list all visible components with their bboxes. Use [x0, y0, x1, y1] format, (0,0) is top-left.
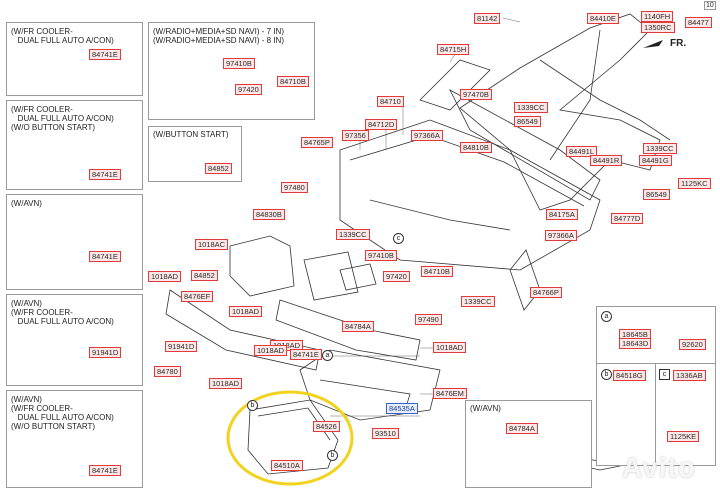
variant-box-1-text: (W/FR COOLER- DUAL FULL AUTO A/CON): [11, 27, 114, 45]
marker-b-2: b: [327, 450, 338, 461]
callout-84410E[interactable]: 84410E: [587, 13, 619, 24]
page-badge: 10: [704, 1, 716, 10]
variant-box-4: (W/AVN) (W/FR COOLER- DUAL FULL AUTO A/C…: [6, 294, 143, 386]
callout-97480[interactable]: 97480: [281, 182, 308, 193]
callout-8476EF[interactable]: 8476EF: [181, 291, 214, 302]
callout-1339CC-a[interactable]: 1339CC: [514, 102, 548, 113]
callout-84491G[interactable]: 84491G: [639, 155, 672, 166]
callout-84535A[interactable]: 84535A: [386, 403, 418, 414]
watermark: Avito: [622, 452, 696, 483]
callout-97366A-a[interactable]: 97366A: [411, 130, 443, 141]
legend-b-marker: b: [601, 369, 612, 380]
callout-91941D[interactable]: 91941D: [165, 341, 198, 352]
callout-1018AD-e[interactable]: 1018AD: [433, 342, 467, 353]
variant-box-2-part[interactable]: 84741E: [89, 169, 121, 180]
highlight-ring: [226, 390, 354, 486]
callout-84510A[interactable]: 84510A: [271, 460, 303, 471]
variant-box-1-part[interactable]: 84741E: [89, 49, 121, 60]
marker-a-1: a: [322, 350, 333, 361]
variant-box-4-text: (W/AVN) (W/FR COOLER- DUAL FULL AUTO A/C…: [11, 299, 114, 326]
marker-b-1: b: [247, 400, 258, 411]
button-start-box: (W/BUTTON START) 84852: [148, 126, 242, 182]
variant-box-2: (W/FR COOLER- DUAL FULL AUTO A/CON) (W/O…: [6, 100, 143, 190]
variant-box-4-part[interactable]: 91941D: [89, 347, 122, 358]
callout-84526[interactable]: 84526: [313, 421, 340, 432]
callout-93510[interactable]: 93510: [372, 428, 399, 439]
callout-1339CC-d[interactable]: 1339CC: [461, 296, 495, 307]
variant-box-5-text: (W/AVN) (W/FR COOLER- DUAL FULL AUTO A/C…: [11, 395, 114, 431]
variant-box-2-text: (W/FR COOLER- DUAL FULL AUTO A/CON) (W/O…: [11, 105, 114, 132]
callout-84710[interactable]: 84710: [377, 96, 404, 107]
legend-c-part[interactable]: 1336AB: [673, 370, 706, 381]
variant-box-3-text: (W/AVN): [11, 199, 42, 208]
callout-97470B[interactable]: 97470B: [460, 89, 492, 100]
legend-c-side-part[interactable]: 1125KE: [667, 431, 700, 442]
legend-c-marker: c: [659, 369, 670, 380]
callout-84777D[interactable]: 84777D: [611, 213, 644, 224]
callout-84852[interactable]: 84852: [191, 270, 218, 281]
callout-84780[interactable]: 84780: [154, 366, 181, 377]
radio-part-84710B[interactable]: 84710B: [277, 76, 309, 87]
callout-1018AD-a[interactable]: 1018AD: [148, 271, 182, 282]
callout-97356[interactable]: 97356: [342, 130, 369, 141]
legend-a-marker: a: [601, 311, 612, 322]
callout-84810B[interactable]: 84810B: [460, 142, 492, 153]
callout-84784A[interactable]: 84784A: [342, 321, 374, 332]
callout-84715H[interactable]: 84715H: [437, 44, 470, 55]
callout-1350RC[interactable]: 1350RC: [641, 22, 675, 33]
callout-84765P[interactable]: 84765P: [301, 137, 333, 148]
callout-84491R[interactable]: 84491R: [590, 155, 623, 166]
avn-lower-box: (W/AVN) 84784A: [465, 400, 592, 488]
radio-part-97410B[interactable]: 97410B: [223, 58, 255, 69]
variant-box-3-part[interactable]: 84741E: [89, 251, 121, 262]
callout-86549-a[interactable]: 86549: [514, 116, 541, 127]
callout-84741E[interactable]: 84741E: [290, 349, 322, 360]
variant-box-1: (W/FR COOLER- DUAL FULL AUTO A/CON) 8474…: [6, 22, 143, 96]
callout-1018AD-d[interactable]: 1018AD: [254, 345, 288, 356]
avn-lower-part[interactable]: 84784A: [506, 423, 538, 434]
callout-97366A-b[interactable]: 97366A: [545, 230, 577, 241]
callout-1018AC[interactable]: 1018AC: [195, 239, 229, 250]
callout-81142[interactable]: 81142: [474, 13, 501, 24]
avn-lower-text: (W/AVN): [470, 404, 501, 413]
radio-part-97420[interactable]: 97420: [235, 84, 262, 95]
callout-84830B[interactable]: 84830B: [253, 209, 285, 220]
callout-1140FH[interactable]: 1140FH: [641, 11, 674, 22]
front-direction-label: FR.: [670, 38, 687, 49]
callout-84710B[interactable]: 84710B: [421, 266, 453, 277]
variant-box-5-part[interactable]: 84741E: [89, 465, 121, 476]
button-start-text: (W/BUTTON START): [153, 130, 229, 139]
variant-box-5: (W/AVN) (W/FR COOLER- DUAL FULL AUTO A/C…: [6, 390, 143, 488]
callout-8476EM[interactable]: 8476EM: [433, 388, 467, 399]
legend-box: a 18645B 18643D 92620 b 84518G c 1336AB …: [596, 306, 716, 466]
callout-1339CC-b[interactable]: 1339CC: [643, 143, 677, 154]
callout-1125KC[interactable]: 1125KC: [678, 178, 711, 189]
radio-variant-text: (W/RADIO+MEDIA+SD NAVI) - 7 IN) (W/RADIO…: [153, 27, 284, 45]
legend-a-part-2[interactable]: 18643D: [619, 338, 652, 349]
legend-b-part[interactable]: 84518G: [613, 370, 646, 381]
callout-97420[interactable]: 97420: [383, 271, 410, 282]
radio-variant-box: (W/RADIO+MEDIA+SD NAVI) - 7 IN) (W/RADIO…: [148, 22, 315, 120]
callout-84712D[interactable]: 84712D: [365, 119, 398, 130]
callout-1018AD-b[interactable]: 1018AD: [229, 306, 263, 317]
callout-1018AD-f[interactable]: 1018AD: [209, 378, 243, 389]
variant-box-3: (W/AVN) 84741E: [6, 194, 143, 290]
callout-97490[interactable]: 97490: [415, 314, 442, 325]
button-start-part[interactable]: 84852: [205, 163, 232, 174]
legend-a-side-part[interactable]: 92620: [679, 339, 706, 350]
marker-c-1: c: [393, 233, 404, 244]
callout-84491L[interactable]: 84491L: [566, 146, 598, 157]
callout-84175A[interactable]: 84175A: [546, 209, 578, 220]
callout-86549-b[interactable]: 86549: [643, 189, 670, 200]
callout-84766P[interactable]: 84766P: [530, 287, 562, 298]
callout-1339CC-c[interactable]: 1339CC: [336, 229, 370, 240]
callout-84477[interactable]: 84477: [685, 17, 712, 28]
callout-97410B[interactable]: 97410B: [365, 250, 397, 261]
